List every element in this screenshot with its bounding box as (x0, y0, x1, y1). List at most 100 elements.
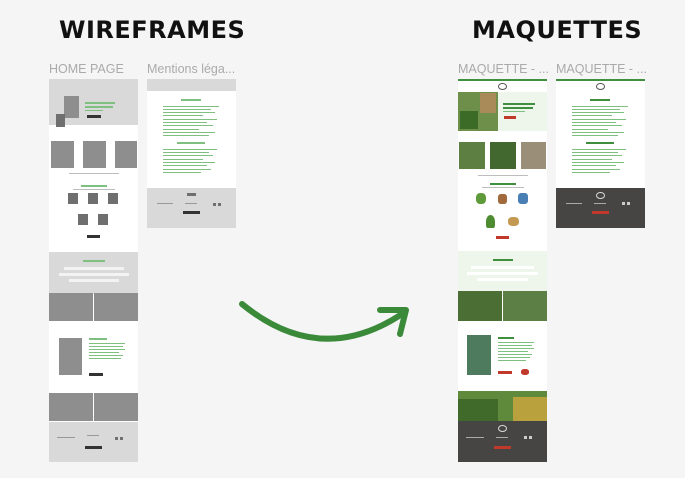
footer-button[interactable] (85, 446, 102, 449)
gallery-image-placeholder (94, 293, 138, 321)
photo-placeholder (459, 142, 485, 169)
filter-bar[interactable] (477, 278, 528, 281)
tree-icon (486, 215, 495, 228)
filter-bar[interactable] (64, 267, 124, 270)
text-line (478, 175, 528, 176)
text-line (163, 149, 217, 150)
heading-line (590, 99, 610, 101)
hero-photo-inset (480, 93, 496, 113)
hero-heading-line (85, 106, 113, 108)
footer-logo (187, 193, 196, 196)
text-line (498, 348, 534, 349)
realisations-heading-line (83, 260, 105, 262)
text-line (89, 343, 125, 344)
text-line (572, 109, 620, 110)
social-icon[interactable] (627, 202, 630, 205)
hero-heading-line (503, 103, 535, 105)
frame-label-wire-home[interactable]: HOME PAGE (49, 62, 124, 76)
about-button[interactable] (498, 371, 512, 374)
filter-bar[interactable] (467, 272, 538, 275)
text-line (163, 112, 215, 113)
top-bar (458, 79, 547, 81)
wireframe-home-frame[interactable] (49, 79, 138, 462)
social-icon[interactable] (120, 437, 123, 440)
text-line (498, 360, 526, 361)
hedge-icon (476, 193, 486, 204)
text-line (572, 112, 624, 113)
frame-label-wire-mentions[interactable]: Mentions léga... (147, 62, 236, 76)
top-bar (556, 79, 645, 81)
heading-line (586, 142, 614, 144)
mower-icon (518, 193, 528, 204)
services-button[interactable] (496, 236, 509, 239)
about-image-placeholder (59, 338, 82, 375)
hero-button[interactable] (87, 115, 101, 118)
text-line (498, 357, 530, 358)
services-heading-line (81, 185, 107, 187)
text-line (163, 159, 203, 160)
service-icon-placeholder (108, 193, 118, 204)
image-placeholder (51, 141, 74, 168)
hero-text-line (503, 111, 525, 112)
text-line (572, 165, 616, 166)
footer-button[interactable] (494, 446, 511, 449)
services-button[interactable] (87, 235, 100, 238)
footer-text-line (566, 203, 582, 204)
text-line (572, 132, 624, 133)
text-line (572, 125, 622, 126)
footer-button[interactable] (592, 211, 609, 214)
text-line (89, 358, 121, 359)
social-icon[interactable] (524, 436, 527, 439)
text-line (163, 132, 215, 133)
gallery-photo (503, 291, 547, 321)
text-line (572, 119, 626, 120)
about-heading-line (89, 338, 107, 340)
hero-heading-line (85, 102, 115, 104)
maquette-home-frame[interactable] (458, 79, 547, 462)
about-button[interactable] (89, 373, 103, 376)
service-icon-placeholder (78, 214, 88, 225)
filter-bar[interactable] (59, 273, 129, 276)
hero-photo-inset (460, 111, 478, 129)
social-icon[interactable] (115, 437, 118, 440)
hero-button[interactable] (504, 116, 516, 119)
social-icon[interactable] (622, 202, 625, 205)
footer-button[interactable] (183, 211, 200, 214)
social-icon[interactable] (529, 436, 532, 439)
heading-line (177, 142, 205, 144)
tool-icon (498, 194, 507, 204)
social-icon[interactable] (218, 203, 221, 206)
footer-logo-icon (596, 192, 605, 199)
frame-label-maq-home[interactable]: MAQUETTE - ... (458, 62, 548, 76)
services-heading-line (490, 183, 516, 185)
wireframe-mentions-frame[interactable] (147, 79, 236, 228)
footer-text-line (157, 203, 173, 204)
text-line (572, 172, 610, 173)
text-line (89, 346, 123, 347)
header-section (147, 79, 236, 91)
text-line (163, 155, 213, 156)
footer-text-line (87, 435, 99, 436)
image-placeholder (115, 141, 137, 168)
logo-icon (596, 83, 605, 90)
maquettes-title: MAQUETTES (472, 16, 643, 44)
text-line (572, 122, 616, 123)
filter-bar[interactable] (69, 279, 119, 282)
realisations-heading-line (493, 259, 513, 261)
text-line (498, 345, 532, 346)
maquette-mentions-frame[interactable] (556, 79, 645, 228)
text-line (498, 342, 534, 343)
text-line (572, 159, 612, 160)
gallery-photo-inset (513, 397, 547, 421)
about-photo (467, 335, 491, 375)
filter-bar[interactable] (471, 266, 534, 269)
text-line (163, 169, 211, 170)
text-line (163, 115, 203, 116)
footer-text-line (185, 203, 197, 204)
text-line (498, 351, 528, 352)
gallery-photo (458, 291, 502, 321)
frame-label-maq-mentions[interactable]: MAQUETTE - ... (556, 62, 646, 76)
social-icon[interactable] (213, 203, 216, 206)
text-line (498, 354, 532, 355)
service-icon-placeholder (98, 214, 108, 225)
